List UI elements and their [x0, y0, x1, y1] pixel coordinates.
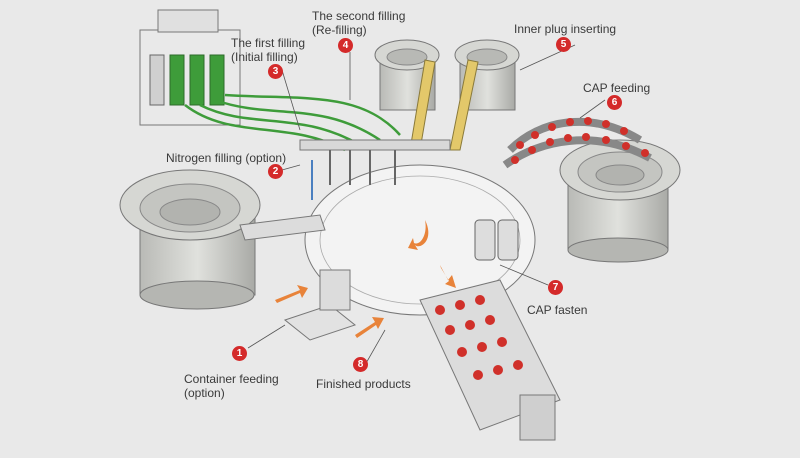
step-label-inner-plug: Inner plug inserting [514, 22, 617, 36]
step-label-second-filling: The second filling (Re-filling) [312, 9, 405, 37]
finished-bottles [435, 295, 523, 380]
caps [511, 117, 649, 164]
capping-heads [474, 219, 519, 261]
step-badge-7: 7 [548, 280, 563, 295]
step-4-title: The second filling [312, 9, 406, 23]
step-badge-2: 2 [268, 164, 283, 179]
container-infeed [283, 269, 357, 341]
step-label-cap-feeding: CAP feeding [583, 81, 651, 95]
step-3-sub: (Initial filling) [231, 50, 298, 64]
step-label-nitrogen-filling: Nitrogen filling (option) [166, 151, 287, 165]
filling-heads [299, 139, 451, 200]
step-label-first-filling: The first filling (Initial filling) [231, 36, 305, 64]
step-1-sub: (option) [184, 386, 225, 400]
cap-feeder-bowl [559, 139, 681, 263]
step-label-finished-products: Finished products [316, 377, 411, 391]
step-badge-6: 6 [607, 95, 622, 110]
step-badge-1: 1 [232, 346, 247, 361]
step-badge-5: 5 [556, 37, 571, 52]
step-badge-8: 8 [353, 357, 368, 372]
step-label-cap-fasten: CAP fasten [527, 303, 588, 317]
step-1-title: Container feeding [184, 372, 279, 386]
step-badge-3: 3 [268, 64, 283, 79]
step-label-container-feeding: Container feeding (option) [184, 372, 279, 400]
pump-unit [139, 9, 241, 126]
flow-arrows [275, 220, 456, 338]
container-feeder-bowl [119, 169, 326, 310]
leader-lines [247, 44, 606, 366]
step-badge-4: 4 [338, 38, 353, 53]
rotary-table [304, 164, 536, 316]
output-conveyor [419, 279, 561, 441]
step-3-title: The first filling [231, 36, 306, 50]
step-4-sub: (Re-filling) [312, 23, 367, 37]
plug-feeder-bowls [374, 39, 520, 151]
